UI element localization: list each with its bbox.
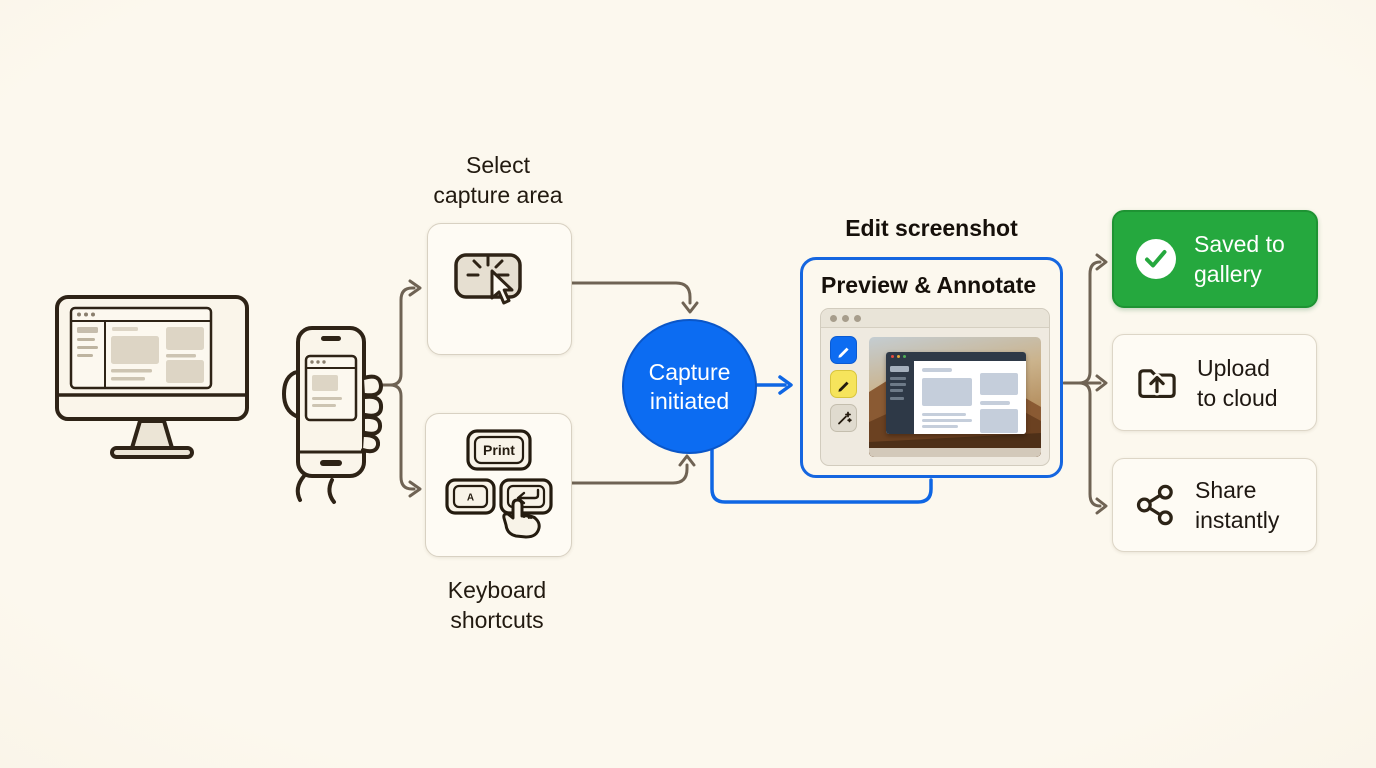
traffic-light-yellow bbox=[897, 355, 900, 358]
thumbnail-window-titlebar bbox=[886, 352, 1026, 361]
select-to-capture bbox=[568, 281, 692, 305]
pointing-hand-icon bbox=[501, 498, 541, 539]
window-dot bbox=[830, 314, 837, 322]
branch-to-keyboard bbox=[388, 383, 416, 491]
share-instantly-card: Share instantly bbox=[1112, 458, 1317, 552]
window-titlebar bbox=[821, 309, 1049, 328]
saved-label: Saved to gallery bbox=[1194, 231, 1285, 287]
editor-window bbox=[820, 308, 1050, 466]
window-dot bbox=[842, 314, 849, 322]
branch-to-share bbox=[1077, 381, 1102, 508]
keyboard-label-line2: shortcuts bbox=[450, 607, 544, 633]
keyboard-label: Keyboard shortcuts bbox=[397, 575, 597, 635]
capture-label-line1: Capture bbox=[648, 358, 731, 385]
share-label: Share instantly bbox=[1195, 477, 1280, 533]
branch-to-gallery bbox=[1077, 260, 1102, 385]
thumbnail-window-content bbox=[914, 361, 1026, 434]
keyboard-to-capture bbox=[568, 463, 689, 485]
edit-screenshot-heading: Edit screenshot bbox=[845, 215, 1018, 241]
window-dot bbox=[854, 314, 861, 322]
upload-label: Upload to cloud bbox=[1197, 354, 1278, 411]
traffic-light-red bbox=[891, 355, 894, 358]
arrowhead bbox=[778, 375, 793, 395]
keyboard-node: Print A bbox=[425, 413, 572, 557]
capture-label-line2: initiated bbox=[649, 387, 730, 414]
letter-key-label: A bbox=[466, 493, 473, 504]
cursor-icon bbox=[490, 269, 513, 305]
pencil-tool-button bbox=[830, 336, 857, 364]
select-area-label: Select capture area bbox=[398, 150, 598, 210]
fingers bbox=[361, 374, 384, 454]
desktop-monitor-illustration bbox=[55, 295, 249, 459]
enter-key bbox=[498, 478, 553, 515]
marker-tool-icon bbox=[837, 381, 849, 392]
preview-annotate-panel: Preview & Annotate bbox=[800, 257, 1063, 478]
arrowhead bbox=[408, 279, 422, 297]
pencil-tool-icon bbox=[837, 347, 849, 358]
sidebar-selected-item bbox=[890, 366, 909, 372]
wrist bbox=[295, 474, 336, 504]
upload-to-cloud-card: Upload to cloud bbox=[1112, 334, 1317, 431]
saved-to-gallery-card: Saved to gallery bbox=[1112, 210, 1318, 308]
share-nodes-icon bbox=[1136, 484, 1173, 526]
print-key-label: Print bbox=[483, 442, 515, 458]
wand-tool-icon bbox=[837, 411, 852, 425]
screenshot-thumbnail bbox=[869, 337, 1041, 457]
select-area-label-line1: Select bbox=[466, 152, 530, 178]
marker-tool-button bbox=[830, 370, 857, 398]
thumbnail-window-sidebar bbox=[886, 361, 914, 434]
annotation-toolbar bbox=[830, 336, 857, 432]
wand-tool-button bbox=[830, 404, 857, 432]
arrowhead bbox=[678, 454, 696, 467]
arrowhead bbox=[681, 301, 699, 314]
arrowhead bbox=[1095, 497, 1108, 515]
select-area-node bbox=[427, 223, 572, 355]
thumbnail-dock-strip bbox=[869, 448, 1041, 457]
arrowhead bbox=[1095, 253, 1108, 271]
arrowhead bbox=[408, 480, 422, 498]
branch-to-select bbox=[388, 286, 416, 387]
keyboard-shortcut-icon: Print A bbox=[444, 429, 553, 539]
click-burst bbox=[466, 253, 509, 277]
select-area-label-line2: capture area bbox=[433, 182, 563, 208]
thumbnail-window bbox=[886, 352, 1026, 434]
keyboard-label-line1: Keyboard bbox=[447, 577, 547, 603]
traffic-light-green bbox=[903, 355, 906, 358]
panel-title: Preview & Annotate bbox=[821, 272, 1037, 298]
print-key: Print bbox=[465, 429, 532, 471]
letter-key: A bbox=[444, 478, 496, 515]
hand-holding-phone-illustration bbox=[282, 326, 384, 504]
capture-initiated-node: Capture initiated bbox=[622, 319, 757, 454]
check-circle-icon bbox=[1136, 239, 1176, 279]
click-capture-icon bbox=[453, 253, 522, 305]
arrowhead bbox=[1095, 374, 1108, 392]
folder-upload-icon bbox=[1138, 368, 1176, 398]
capture-to-edit-loop bbox=[710, 448, 933, 504]
